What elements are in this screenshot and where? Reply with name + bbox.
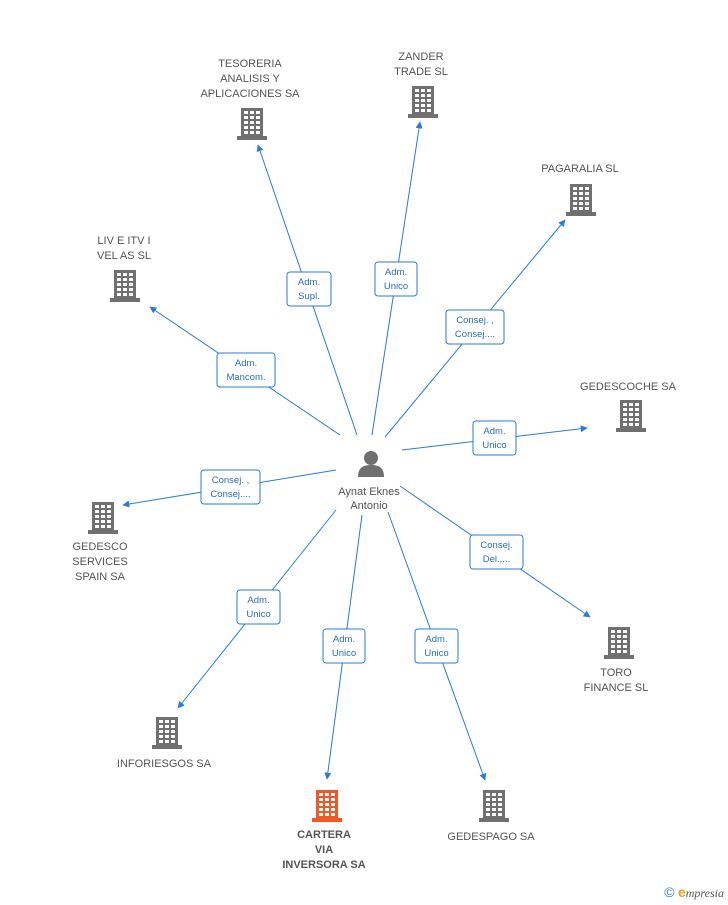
center-person-node[interactable]: Aynat Eknes Antonio — [338, 451, 400, 512]
company-name-line: SERVICES — [72, 556, 127, 568]
company-name-line: CARTERA — [297, 829, 351, 841]
role-box — [200, 469, 261, 505]
role-label-livitv[interactable]: Adm. Mancom. — [216, 352, 276, 388]
company-name-line: APLICACIONES SA — [200, 88, 300, 100]
company-name-line: SPAIN SA — [75, 571, 126, 583]
company-node-cartera[interactable]: CARTERA VIA INVERSORA SA — [282, 790, 366, 871]
company-node-gedescoche[interactable]: GEDESCOCHE SA — [580, 381, 677, 432]
company-name-line: ZANDER — [398, 51, 443, 63]
role-label-pagaralia[interactable]: Consej. , Consej.... — [445, 309, 505, 345]
role-box — [286, 271, 332, 307]
role-text: Unico — [246, 609, 270, 620]
company-node-pagaralia[interactable]: PAGARALIA SL — [541, 163, 619, 216]
company-name-line: FINANCE SL — [584, 682, 649, 694]
role-box — [374, 261, 418, 297]
company-name-line: GEDESPAGO SA — [447, 831, 535, 843]
role-box — [414, 628, 459, 664]
role-label-gedesco[interactable]: Consej. , Consej.... — [200, 469, 261, 505]
company-node-livitv[interactable]: LIV E ITV I VEL AS SL — [97, 235, 151, 302]
building-icon — [110, 270, 140, 302]
company-node-toro[interactable]: TORO FINANCE SL — [584, 627, 649, 694]
role-text: Consej. — [480, 540, 512, 551]
role-box — [472, 420, 517, 456]
role-label-gedespago[interactable]: Adm. Unico — [414, 628, 459, 664]
company-name-line: TRADE SL — [394, 66, 448, 78]
company-name-line: TORO — [600, 667, 632, 679]
company-name-line: GEDESCO — [72, 541, 127, 553]
center-name-line2: Antonio — [350, 500, 387, 512]
company-name-line: ANALISIS Y — [220, 73, 280, 85]
role-box — [322, 628, 366, 664]
company-name-line: INFORIESGOS SA — [117, 758, 212, 770]
company-name-line: INVERSORA SA — [282, 859, 365, 871]
role-label-gedescoche[interactable]: Adm. Unico — [472, 420, 517, 456]
company-node-inforiesgos[interactable]: INFORIESGOS SA — [117, 717, 212, 770]
person-icon — [358, 451, 384, 477]
role-text: Del.,... — [483, 554, 510, 565]
building-icon — [152, 717, 182, 749]
role-text: Unico — [482, 440, 506, 451]
role-label-zander[interactable]: Adm. Unico — [374, 261, 418, 297]
role-label-inforiesgos[interactable]: Adm. Unico — [236, 589, 281, 625]
role-label-tesoreria[interactable]: Adm. Supl. — [286, 271, 332, 307]
company-name-line: LIV E ITV I — [97, 235, 150, 247]
role-text: Unico — [332, 648, 356, 659]
copyright-symbol: © — [664, 884, 675, 900]
company-name-line: GEDESCOCHE SA — [580, 381, 677, 393]
role-text: Adm. — [235, 358, 257, 369]
building-icon — [237, 108, 267, 140]
nodes-layer: TESORERIA ANALISIS Y APLICACIONES SA ZANDER… — [72, 51, 676, 871]
building-icon — [312, 790, 342, 822]
building-icon — [566, 184, 596, 216]
role-label-toro[interactable]: Consej. Del.,... — [469, 534, 524, 570]
role-box — [469, 534, 524, 570]
role-text: Adm. — [247, 595, 269, 606]
company-node-gedespago[interactable]: GEDESPAGO SA — [447, 790, 535, 843]
building-icon — [479, 790, 509, 822]
role-box — [236, 589, 281, 625]
role-text: Adm. — [385, 267, 407, 278]
building-icon — [408, 86, 438, 118]
role-label-cartera[interactable]: Adm. Unico — [322, 628, 366, 664]
role-text: Mancom. — [226, 372, 265, 383]
role-text: Consej. , — [212, 475, 250, 486]
brand-name: mpresia — [685, 886, 724, 900]
role-box — [445, 309, 505, 345]
role-text: Adm. — [425, 634, 447, 645]
building-icon — [616, 400, 646, 432]
brand-initial: e — [677, 884, 686, 900]
role-text: Adm. — [483, 426, 505, 437]
role-text: Supl. — [298, 291, 320, 302]
company-node-gedesco[interactable]: GEDESCO SERVICES SPAIN SA — [72, 502, 128, 583]
company-name-line: PAGARALIA SL — [541, 163, 618, 175]
company-node-tesoreria[interactable]: TESORERIA ANALISIS Y APLICACIONES SA — [200, 58, 300, 140]
role-text: Consej. , — [456, 315, 494, 326]
role-text: Unico — [384, 281, 408, 292]
building-icon — [604, 627, 634, 659]
role-text: Adm. — [333, 634, 355, 645]
company-name-line: TESORERIA — [218, 58, 282, 70]
company-name-line: VIA — [315, 844, 333, 856]
center-name-line1: Aynat Eknes — [338, 486, 400, 498]
role-text: Adm. — [298, 277, 320, 288]
role-box — [216, 352, 276, 388]
footer-brand: © empresia — [664, 884, 724, 901]
role-text: Unico — [424, 648, 448, 659]
company-name-line: VEL AS SL — [97, 250, 151, 262]
company-node-zander[interactable]: ZANDER TRADE SL — [394, 51, 448, 118]
role-text: Consej.... — [455, 329, 495, 340]
role-text: Consej.... — [210, 489, 250, 500]
building-icon — [88, 502, 118, 534]
